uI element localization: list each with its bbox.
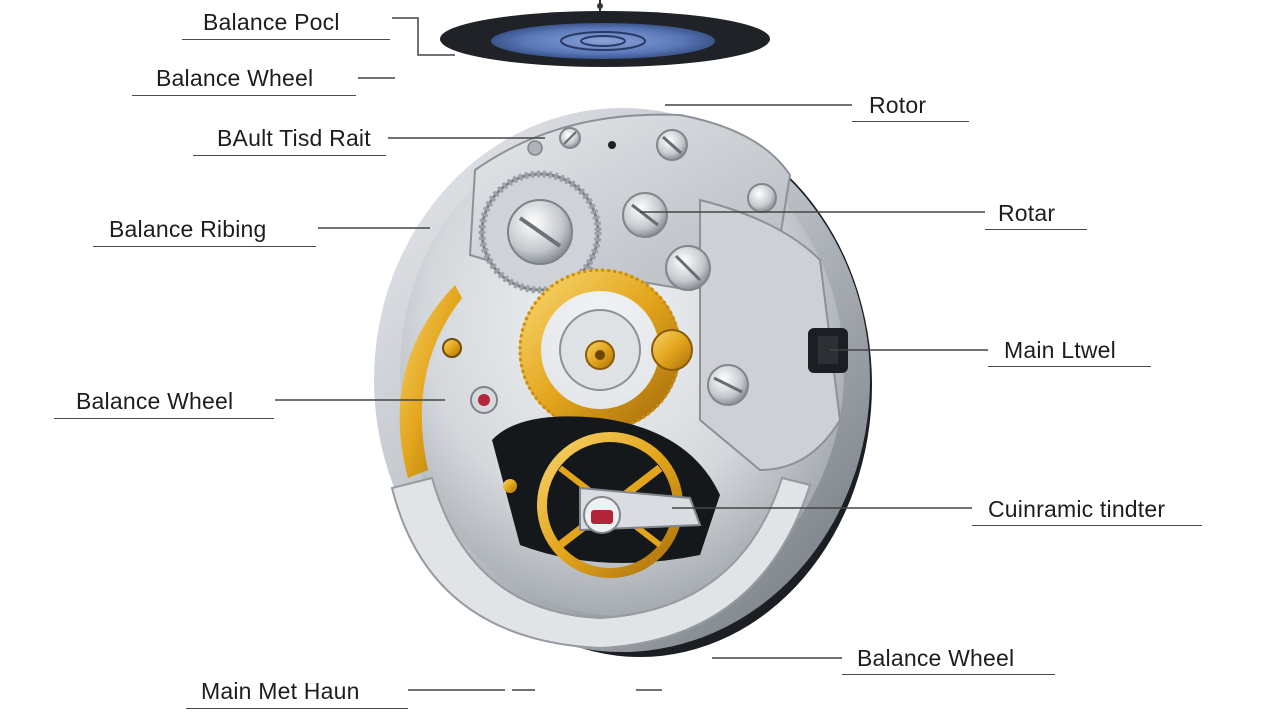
label-underline: [852, 121, 969, 122]
label-balance-pool: Balance Pocl: [203, 9, 340, 35]
watch-movement: [374, 108, 872, 657]
label-underline: [93, 246, 316, 247]
label-rotor: Rotor: [869, 92, 927, 118]
leader-lines: [275, 17, 988, 691]
label-main-met-hain: Main Met Haun: [201, 678, 360, 704]
label-built-rait: BAult Tisd Rait: [217, 125, 371, 151]
label-balance-wheel-left: Balance Wheel: [76, 388, 234, 414]
label-balance-ribing: Balance Ribing: [109, 216, 267, 242]
label-underline: [842, 674, 1055, 675]
label-underline: [985, 229, 1087, 230]
label-cuinramic-tindter: Cuinramic tindter: [988, 496, 1166, 522]
label-underline: [193, 155, 386, 156]
label-balance-wheel-top: Balance Wheel: [156, 65, 314, 91]
label-balance-wheel-bottom: Balance Wheel: [857, 645, 1015, 671]
label-main-ltwel: Main Ltwel: [1004, 337, 1116, 363]
label-underline: [972, 525, 1202, 526]
label-underline: [182, 39, 390, 40]
label-underline: [54, 418, 274, 419]
top-balance-disc: [440, 0, 770, 67]
label-underline: [988, 366, 1151, 367]
label-underline: [132, 95, 356, 96]
label-underline: [186, 708, 408, 709]
label-rotar: Rotar: [998, 200, 1056, 226]
